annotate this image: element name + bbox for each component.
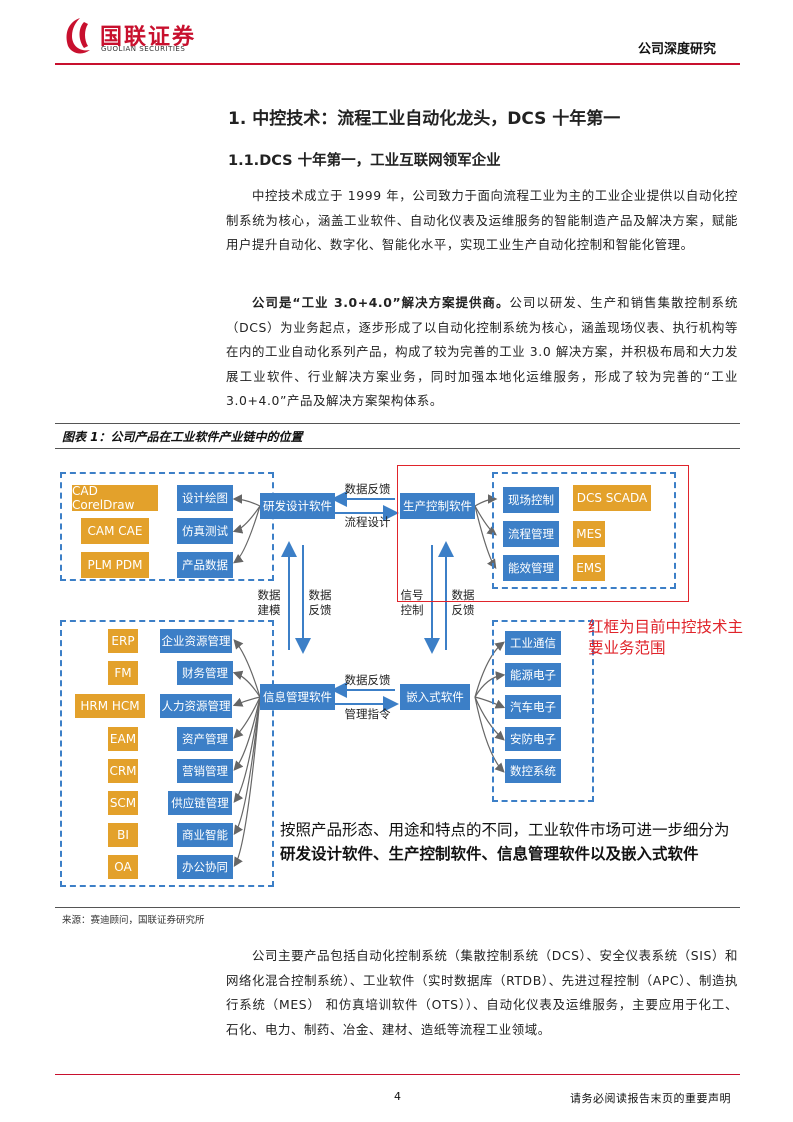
embed-dashed-group <box>492 620 594 802</box>
asset-mgmt-box: 资产管理 <box>177 727 233 751</box>
crm-box: CRM <box>108 759 138 783</box>
energy-efficiency-box: 能效管理 <box>503 555 559 581</box>
paragraph-2-body: 公司以研发、生产和销售集散控制系统（DCS）为业务起点，逐步形成了以自动化控制系… <box>226 295 739 408</box>
figure-top-rule <box>55 423 740 424</box>
caption-line-1: 按照产品形态、用途和特点的不同，工业软件市场可进一步细分为 <box>280 821 730 839</box>
plm-pdm-box: PLM PDM <box>81 552 149 578</box>
hub-embedded-software: 嵌入式软件 <box>400 684 470 710</box>
figure-title-rule <box>55 448 740 449</box>
oa-box: OA <box>108 855 138 879</box>
section-heading-2: 1.1.DCS 十年第一，工业互联网领军企业 <box>228 153 501 169</box>
design-drawing-box: 设计绘图 <box>177 485 233 511</box>
hrm-hcm-box: HRM HCM <box>75 694 145 718</box>
figure-bottom-rule <box>55 907 740 908</box>
energy-electronics-box: 能源电子 <box>505 663 561 687</box>
eam-box: EAM <box>108 727 138 751</box>
core-business-red-frame <box>397 465 689 602</box>
label-v-right-feedback: 数据反馈 <box>451 588 475 617</box>
caption-line-2: 研发设计软件、生产控制软件、信息管理软件以及嵌入式软件 <box>280 845 699 863</box>
security-electronics-box: 安防电子 <box>505 727 561 751</box>
hub-production-control-software: 生产控制软件 <box>400 493 475 519</box>
product-data-box: 产品数据 <box>177 552 233 578</box>
figure-title: 图表 1：公司产品在工业软件产业链中的位置 <box>62 430 303 444</box>
section-heading-1: 1. 中控技术：流程工业自动化龙头，DCS 十年第一 <box>228 109 621 129</box>
report-type: 公司深度研究 <box>638 42 717 57</box>
cam-cae-box: CAM CAE <box>81 518 149 544</box>
paragraph-1: 中控技术成立于 1999 年，公司致力于面向流程工业为主的工业企业提供以自动化控… <box>226 188 738 252</box>
label-top-process-design: 流程设计 <box>344 515 391 529</box>
hr-mgmt-box: 人力资源管理 <box>160 694 232 718</box>
ems-box: EMS <box>573 555 605 581</box>
info-dashed-group <box>60 620 274 887</box>
figure-source: 来源：赛迪顾问，国联证券研究所 <box>62 915 205 926</box>
process-management-box: 流程管理 <box>503 521 559 547</box>
logo-en: GUOLIAN SECURITIES <box>101 45 186 53</box>
label-v-left-feedback: 数据反馈 <box>308 588 332 617</box>
header-rule <box>55 63 740 65</box>
finance-mgmt-box: 财务管理 <box>177 661 233 685</box>
supply-chain-box: 供应链管理 <box>168 791 232 815</box>
hub-rd-software: 研发设计软件 <box>260 493 335 519</box>
bi-box: BI <box>108 823 138 847</box>
erp-mgmt-box: 企业资源管理 <box>160 629 232 653</box>
label-bottom-feedback: 数据反馈 <box>344 673 391 687</box>
label-v-left-modeling: 数据建模 <box>257 588 281 617</box>
hub-info-management-software: 信息管理软件 <box>260 684 335 710</box>
paragraph-2-lead: 公司是“工业 3.0+4.0”解决方案提供商。 <box>252 295 510 310</box>
label-v-right-signal: 信号控制 <box>400 588 424 617</box>
industrial-comm-box: 工业通信 <box>505 631 561 655</box>
marketing-mgmt-box: 营销管理 <box>177 759 233 783</box>
business-intel-box: 商业智能 <box>177 823 233 847</box>
office-collab-box: 办公协同 <box>177 855 233 879</box>
industry-chain-diagram: CAD CorelDraw CAM CAE PLM PDM 设计绘图 仿真测试 … <box>55 455 745 895</box>
footer-rule <box>55 1074 740 1075</box>
erp-box: ERP <box>108 629 138 653</box>
auto-electronics-box: 汽车电子 <box>505 695 561 719</box>
cnc-system-box: 数控系统 <box>505 759 561 783</box>
scm-box: SCM <box>108 791 138 815</box>
label-top-feedback: 数据反馈 <box>344 482 391 496</box>
logo-cn: 国联证券 <box>100 25 197 50</box>
field-control-box: 现场控制 <box>503 487 559 513</box>
header: 国联证券 GUOLIAN SECURITIES 公司深度研究 <box>0 0 793 70</box>
rd-dashed-group <box>60 472 274 581</box>
paragraph-3: 公司主要产品包括自动化控制系统（集散控制系统（DCS）、安全仪表系统（SIS）和… <box>226 948 738 1037</box>
mes-box: MES <box>573 521 605 547</box>
fm-box: FM <box>108 661 138 685</box>
guolian-logo-icon <box>66 18 90 54</box>
page-number: 4 <box>394 1090 401 1103</box>
simulation-test-box: 仿真测试 <box>177 518 233 544</box>
label-bottom-mgmt-command: 管理指令 <box>344 707 391 721</box>
diagram-connectors <box>232 491 506 868</box>
dcs-scada-box: DCS SCADA <box>573 485 651 511</box>
cad-coreldraw-box: CAD CorelDraw <box>72 484 158 512</box>
paragraph-2: 公司是“工业 3.0+4.0”解决方案提供商。公司以研发、生产和销售集散控制系统… <box>226 291 738 414</box>
footer-disclaimer: 请务必阅读报告末页的重要声明 <box>570 1092 731 1105</box>
red-note: 红框为目前中控技术主要业务范围 <box>588 618 744 657</box>
prod-dashed-group <box>492 472 676 589</box>
